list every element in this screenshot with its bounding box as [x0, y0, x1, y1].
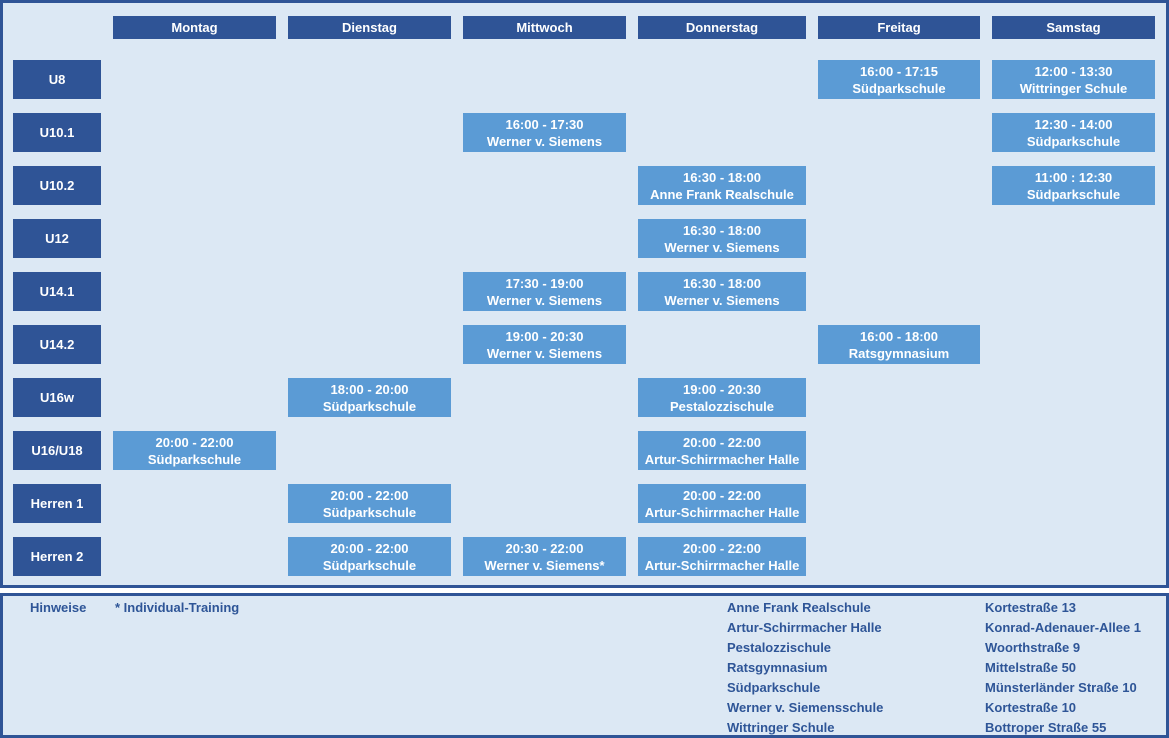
cell-time: 16:00 - 17:30: [505, 116, 584, 132]
venue-address: Münsterländer Straße 10: [985, 680, 1137, 695]
venue-name: Anne Frank Realschule: [727, 600, 871, 615]
day-header-donnerstag: Donnerstag: [638, 16, 806, 39]
individual-training-note: * Individual-Training: [115, 600, 240, 615]
cell-time: 16:30 - 18:00: [682, 275, 762, 291]
cell-venue: Artur-Schirrmacher Halle: [644, 451, 800, 467]
venue-address: Bottroper Straße 55: [985, 720, 1107, 735]
cell-venue: Südparkschule: [322, 504, 417, 520]
cell-time: 16:30 - 18:00: [682, 222, 762, 238]
day-header-mittwoch: Mittwoch: [463, 16, 626, 39]
venue-address: Woorthstraße 9: [985, 640, 1081, 655]
venue-name: Südparkschule: [727, 680, 821, 695]
venue-name: Wittringer Schule: [727, 720, 835, 735]
cell-venue: Werner v. Siemens: [486, 345, 603, 361]
cell-time: 16:00 - 18:00: [859, 328, 939, 344]
cell-time: 20:00 - 22:00: [330, 540, 409, 556]
venue-name: Artur-Schirrmacher Halle: [727, 620, 882, 635]
cell-venue: Ratsgymnasium: [848, 345, 950, 361]
venue-address: Mittelstraße 50: [985, 660, 1077, 675]
venue-address: Konrad-Adenauer-Allee 1: [985, 620, 1142, 635]
cell-time: 11:00 : 12:30: [1034, 169, 1113, 185]
team-label-u12: U12: [13, 219, 101, 258]
cell-time: 16:30 - 18:00: [682, 169, 762, 185]
team-label-u10-2: U10.2: [13, 166, 101, 205]
cell-venue: Wittringer Schule: [1019, 80, 1128, 96]
day-header-freitag: Freitag: [818, 16, 980, 39]
cell-time: 20:00 - 22:00: [682, 434, 762, 450]
notes-label: Hinweise: [30, 600, 87, 615]
cell-time: 17:30 - 19:00: [505, 275, 584, 291]
day-header-dienstag: Dienstag: [288, 16, 451, 39]
cell-time: 12:30 - 14:00: [1034, 116, 1113, 132]
cell-time: 18:00 - 20:00: [330, 381, 409, 397]
team-label-u16-u18: U16/U18: [13, 431, 101, 470]
team-label-herren-2: Herren 2: [13, 537, 101, 576]
cell-time: 19:00 - 20:30: [682, 381, 762, 397]
cell-venue: Anne Frank Realschule: [650, 186, 794, 202]
cell-venue: Werner v. Siemens: [486, 292, 603, 308]
cell-venue: Artur-Schirrmacher Halle: [644, 504, 800, 520]
cell-venue: Südparkschule: [1026, 186, 1121, 202]
team-label-herren-1: Herren 1: [13, 484, 101, 523]
cell-venue: Südparkschule: [852, 80, 946, 96]
cell-venue: Werner v. Siemens: [486, 133, 603, 149]
cell-time: 19:00 - 20:30: [505, 328, 584, 344]
cell-venue: Werner v. Siemens*: [484, 557, 605, 573]
venue-address: Kortestraße 10: [985, 700, 1077, 715]
notes-panel: [0, 593, 1169, 738]
team-label-u16w: U16w: [13, 378, 101, 417]
cell-time: 20:30 - 22:00: [505, 540, 584, 556]
cell-venue: Südparkschule: [322, 557, 417, 573]
cell-time: 20:00 - 22:00: [330, 487, 409, 503]
cell-time: 20:00 - 22:00: [682, 540, 762, 556]
venue-address: Kortestraße 13: [985, 600, 1077, 615]
venue-name: Pestalozzischule: [727, 640, 832, 655]
cell-time: 20:00 - 22:00: [682, 487, 762, 503]
team-label-u14-1: U14.1: [13, 272, 101, 311]
cell-venue: Südparkschule: [1026, 133, 1121, 149]
day-header-montag: Montag: [113, 16, 276, 39]
cell-venue: Werner v. Siemens: [664, 239, 780, 255]
team-label-u14-2: U14.2: [13, 325, 101, 364]
cell-venue: Werner v. Siemens: [664, 292, 780, 308]
cell-venue: Artur-Schirrmacher Halle: [644, 557, 800, 573]
cell-time: 16:00 - 17:15: [859, 63, 939, 79]
cell-time: 12:00 - 13:30: [1034, 63, 1113, 79]
team-label-u10-1: U10.1: [13, 113, 101, 152]
cell-venue: Südparkschule: [147, 451, 242, 467]
cell-venue: Südparkschule: [322, 398, 417, 414]
venue-name: Werner v. Siemensschule: [727, 700, 884, 715]
day-header-samstag: Samstag: [992, 16, 1155, 39]
cell-venue: Pestalozzischule: [669, 398, 775, 414]
cell-time: 20:00 - 22:00: [155, 434, 234, 450]
team-label-u8: U8: [13, 60, 101, 99]
venue-name: Ratsgymnasium: [727, 660, 828, 675]
